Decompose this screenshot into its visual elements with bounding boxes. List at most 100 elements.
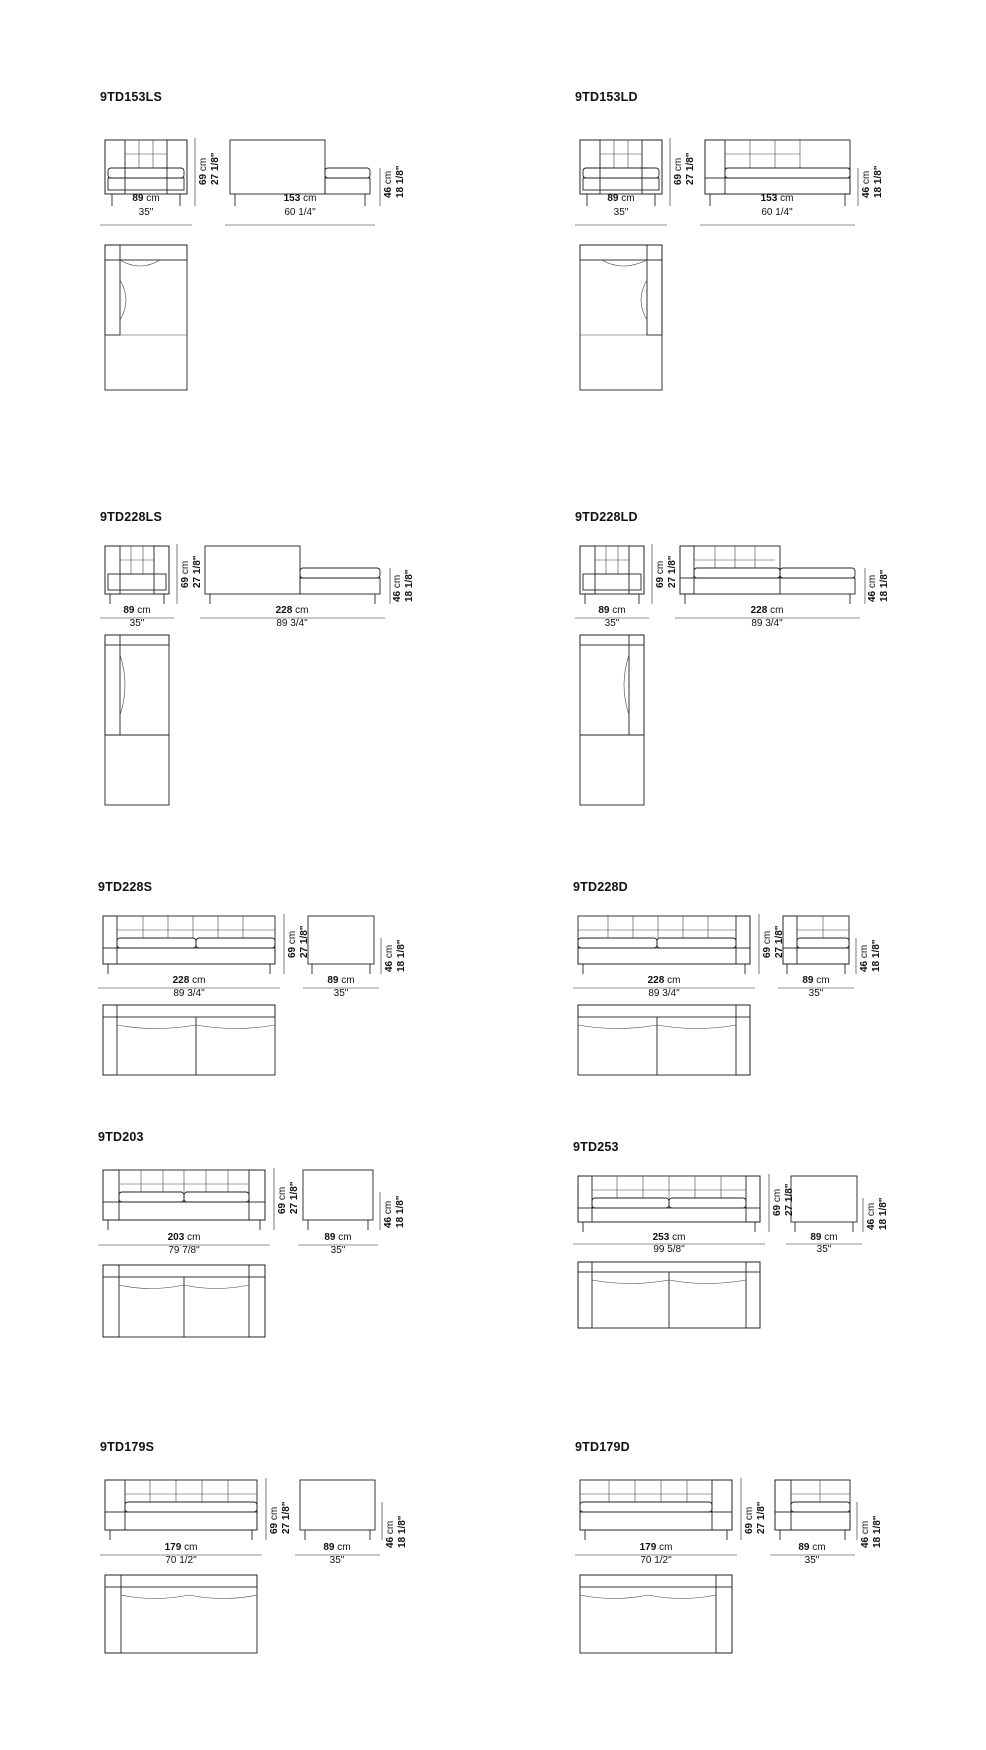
height-dimension-label: 46 cm <box>867 574 878 602</box>
product-code: 9TD179D <box>575 1440 630 1454</box>
height-dimension-label: 69 cm <box>269 1506 280 1534</box>
width-dimension-label: 89 3/4" <box>751 618 783 629</box>
width-dimension-label: 89 cm <box>810 1232 838 1243</box>
height-dimension-label: 46 cm <box>392 574 403 602</box>
product-code: 9TD153LD <box>575 90 638 104</box>
width-dimension-label: 35" <box>613 207 629 218</box>
height-dimension-label: 46 cm <box>861 170 872 198</box>
width-dimension-label: 35" <box>330 1245 346 1256</box>
width-dimension-label: 228 cm <box>275 605 309 616</box>
width-dimension-label: 89 cm <box>607 193 635 204</box>
width-dimension-label: 79 7/8" <box>168 1245 200 1256</box>
width-dimension-label: 89 3/4" <box>276 618 308 629</box>
width-dimension-label: 228 cm <box>172 975 206 986</box>
technical-drawing <box>98 1168 381 1338</box>
height-dimension-label: 27 1/8" <box>299 925 310 958</box>
height-dimension-label: 69 cm <box>655 560 666 588</box>
height-dimension-label: 46 cm <box>383 1200 394 1228</box>
width-dimension-label: 89 cm <box>132 193 160 204</box>
height-dimension-label: 27 1/8" <box>192 555 203 588</box>
height-dimension-label: 46 cm <box>859 944 870 972</box>
height-dimension-label: 69 cm <box>198 157 209 185</box>
technical-drawing <box>573 1174 864 1329</box>
height-dimension-label: 18 1/8" <box>395 1195 406 1228</box>
width-dimension-label: 253 cm <box>652 1232 686 1243</box>
height-dimension-label: 69 cm <box>673 157 684 185</box>
width-dimension-label: 89 cm <box>323 1542 351 1553</box>
height-dimension-label: 69 cm <box>287 930 298 958</box>
height-dimension-label: 18 1/8" <box>395 165 406 198</box>
height-dimension-label: 46 cm <box>860 1520 871 1548</box>
product-code: 9TD228LS <box>100 510 163 524</box>
width-dimension-label: 60 1/4" <box>284 207 316 218</box>
height-dimension-label: 27 1/8" <box>281 1501 292 1534</box>
product-code: 9TD228S <box>98 880 153 894</box>
height-dimension-label: 46 cm <box>385 1520 396 1548</box>
width-dimension-label: 89 cm <box>802 975 830 986</box>
height-dimension-label: 69 cm <box>180 560 191 588</box>
width-dimension-label: 35" <box>604 618 620 629</box>
technical-drawing <box>573 914 857 1076</box>
height-dimension-label: 18 1/8" <box>871 939 882 972</box>
height-dimension-label: 27 1/8" <box>756 1501 767 1534</box>
technical-drawing <box>575 544 866 806</box>
height-dimension-label: 27 1/8" <box>210 152 221 185</box>
width-dimension-label: 153 cm <box>283 193 317 204</box>
height-dimension-label: 18 1/8" <box>872 1515 883 1548</box>
width-dimension-label: 35" <box>129 618 145 629</box>
height-dimension-label: 27 1/8" <box>667 555 678 588</box>
width-dimension-label: 179 cm <box>164 1542 198 1553</box>
width-dimension-label: 35" <box>333 988 349 999</box>
product-code: 9TD228LD <box>575 510 638 524</box>
height-dimension-label: 18 1/8" <box>397 1515 408 1548</box>
height-dimension-label: 27 1/8" <box>685 152 696 185</box>
product-code: 9TD253 <box>573 1140 619 1154</box>
height-dimension-label: 18 1/8" <box>878 1197 889 1230</box>
width-dimension-label: 35" <box>808 988 824 999</box>
height-dimension-label: 69 cm <box>772 1188 783 1216</box>
width-dimension-label: 35" <box>138 207 154 218</box>
technical-drawing <box>100 1478 383 1654</box>
height-dimension-label: 69 cm <box>277 1186 288 1214</box>
width-dimension-label: 228 cm <box>647 975 681 986</box>
width-dimension-label: 35" <box>816 1244 832 1255</box>
width-dimension-label: 228 cm <box>750 605 784 616</box>
width-dimension-label: 89 cm <box>598 605 626 616</box>
width-dimension-label: 70 1/2" <box>165 1555 197 1566</box>
height-dimension-label: 18 1/8" <box>879 569 890 602</box>
technical-drawing <box>575 138 859 391</box>
height-dimension-label: 18 1/8" <box>396 939 407 972</box>
product-code: 9TD153LS <box>100 90 163 104</box>
product-code: 9TD228D <box>573 880 628 894</box>
width-dimension-label: 60 1/4" <box>761 207 793 218</box>
height-dimension-label: 69 cm <box>762 930 773 958</box>
width-dimension-label: 89 3/4" <box>648 988 680 999</box>
product-code: 9TD203 <box>98 1130 144 1144</box>
width-dimension-label: 70 1/2" <box>640 1555 672 1566</box>
width-dimension-label: 89 cm <box>798 1542 826 1553</box>
height-dimension-label: 18 1/8" <box>873 165 884 198</box>
width-dimension-label: 89 cm <box>327 975 355 986</box>
width-dimension-label: 179 cm <box>639 1542 673 1553</box>
technical-drawing <box>575 1478 858 1654</box>
technical-drawing <box>98 914 382 1076</box>
width-dimension-label: 99 5/8" <box>653 1244 685 1255</box>
height-dimension-label: 27 1/8" <box>289 1181 300 1214</box>
width-dimension-label: 89 3/4" <box>173 988 205 999</box>
height-dimension-label: 46 cm <box>384 944 395 972</box>
height-dimension-label: 18 1/8" <box>404 569 415 602</box>
width-dimension-label: 89 cm <box>123 605 151 616</box>
height-dimension-label: 27 1/8" <box>774 925 785 958</box>
technical-drawing <box>100 138 381 391</box>
technical-drawing <box>100 544 391 806</box>
width-dimension-label: 203 cm <box>167 1232 201 1243</box>
width-dimension-label: 89 cm <box>324 1232 352 1243</box>
height-dimension-label: 27 1/8" <box>784 1183 795 1216</box>
product-code: 9TD179S <box>100 1440 155 1454</box>
height-dimension-label: 46 cm <box>383 170 394 198</box>
width-dimension-label: 35" <box>804 1555 820 1566</box>
width-dimension-label: 35" <box>329 1555 345 1566</box>
height-dimension-label: 46 cm <box>866 1202 877 1230</box>
width-dimension-label: 153 cm <box>760 193 794 204</box>
height-dimension-label: 69 cm <box>744 1506 755 1534</box>
